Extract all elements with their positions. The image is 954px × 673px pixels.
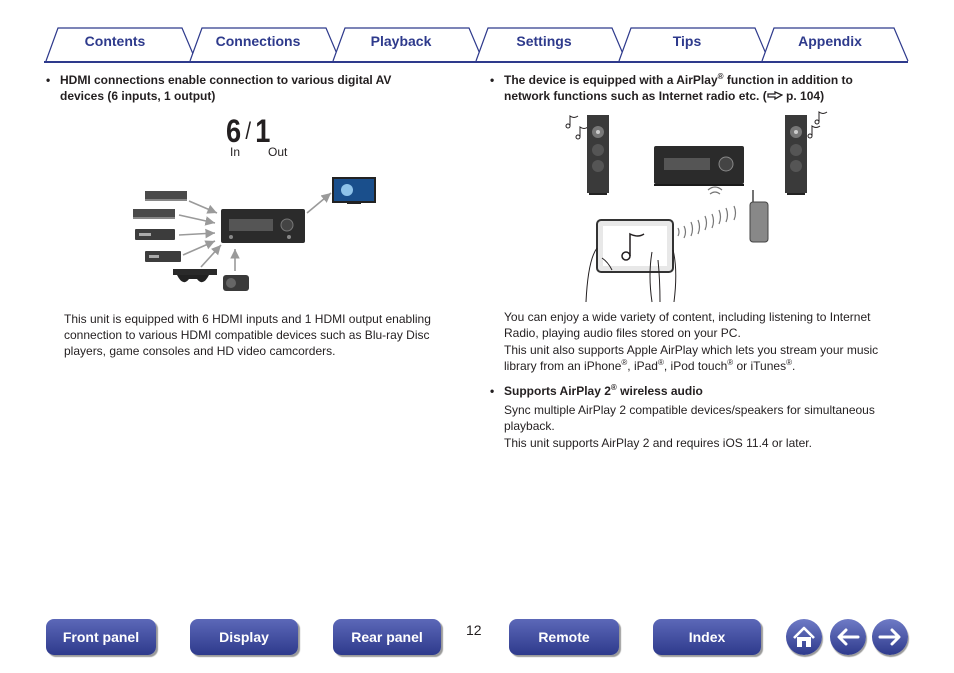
tab-playback[interactable]: Playback [370,33,432,49]
hdmi-description: This unit is equipped with 6 HDMI inputs… [64,312,431,358]
media-player-icon [133,209,175,219]
top-tab-bar: Contents Connections Playback Settings T… [0,0,954,64]
airplay-heading: •The device is equipped with a AirPlay® … [490,72,853,104]
tab-contents[interactable]: Contents [84,33,146,49]
tab-settings[interactable]: Settings [516,33,572,49]
arrow-left-icon [837,628,860,646]
pointing-hand-icon [767,91,784,101]
out-label: Out [268,145,288,159]
arrow-right-icon [878,628,901,646]
airplay2-description: Sync multiple AirPlay 2 compatible devic… [504,403,875,433]
airplay-description: You can enjoy a wide variety of content,… [504,310,871,340]
tab-connections[interactable]: Connections [215,33,301,49]
airplay2-heading: •Supports AirPlay 2® wireless audio [490,383,703,399]
front-panel-button[interactable]: Front panel [46,619,156,655]
in-label: In [230,145,241,159]
tablet-icon [596,219,674,273]
set-top-box-icon [145,251,181,262]
airplay-illustration [565,111,828,303]
music-notes-icon [565,111,828,140]
hdmi-devices-illustration [133,177,376,291]
hdmi-io-count: 6/1 [226,113,272,149]
tab-tips[interactable]: Tips [672,33,702,49]
airplay2-requirement: This unit supports AirPlay 2 and require… [504,436,812,450]
game-console-icon [173,269,217,283]
left-speaker-icon [587,115,609,195]
airplay-support-text: This unit also supports Apple AirPlay wh… [504,343,879,373]
hdmi-heading: •HDMI connections enable connection to v… [46,73,392,103]
television-icon [332,177,376,204]
blu-ray-player-icon [145,191,187,201]
display-button[interactable]: Display [190,619,298,655]
home-button[interactable] [786,619,822,655]
tab-underline [44,61,908,63]
back-button[interactable] [830,619,866,655]
av-receiver-icon [221,209,305,243]
rear-panel-button[interactable]: Rear panel [333,619,441,655]
dvd-player-icon [135,229,175,240]
page-number: 12 [466,622,482,638]
right-speaker-icon [785,115,807,195]
tab-appendix[interactable]: Appendix [798,33,862,49]
page-reference-link[interactable]: p. 104) [782,89,825,103]
wireless-signal-icon [677,186,737,239]
home-icon [793,626,815,647]
wireless-router-icon [749,190,769,243]
tab-outlines [45,27,909,62]
hands-icon [585,247,677,303]
index-button[interactable]: Index [653,619,761,655]
av-receiver-icon [654,146,744,186]
camcorder-icon [223,275,249,291]
remote-button[interactable]: Remote [509,619,619,655]
forward-button[interactable] [872,619,908,655]
